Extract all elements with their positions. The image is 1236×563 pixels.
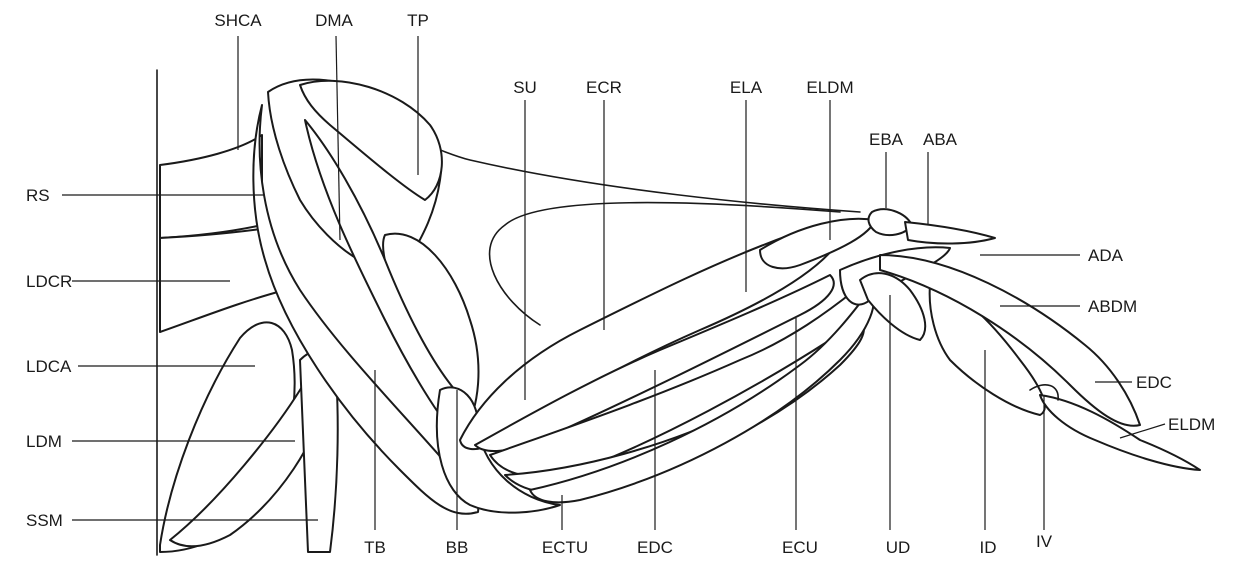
label-su: SU bbox=[513, 78, 537, 97]
label-rs: RS bbox=[26, 186, 50, 205]
label-bb: BB bbox=[446, 538, 469, 557]
label-ud: UD bbox=[886, 538, 911, 557]
label-ela: ELA bbox=[730, 78, 763, 97]
label-id: ID bbox=[980, 538, 997, 557]
label-eba: EBA bbox=[869, 130, 904, 149]
label-edc-bottom: EDC bbox=[637, 538, 673, 557]
label-shca: SHCA bbox=[214, 11, 262, 30]
label-dma: DMA bbox=[315, 11, 353, 30]
label-tp: TP bbox=[407, 11, 429, 30]
label-ldm: LDM bbox=[26, 432, 62, 451]
label-ssm: SSM bbox=[26, 511, 63, 530]
label-edc-right: EDC bbox=[1136, 373, 1172, 392]
muscle-aba bbox=[905, 222, 995, 244]
label-ecr: ECR bbox=[586, 78, 622, 97]
label-ada: ADA bbox=[1088, 246, 1124, 265]
muscle-rs bbox=[160, 135, 262, 238]
label-aba: ABA bbox=[923, 130, 958, 149]
label-ldcr: LDCR bbox=[26, 272, 72, 291]
label-eldm-right: ELDM bbox=[1168, 415, 1215, 434]
label-iv: IV bbox=[1036, 532, 1053, 551]
label-ldca: LDCA bbox=[26, 357, 72, 376]
label-ectu: ECTU bbox=[542, 538, 588, 557]
label-abdm: ABDM bbox=[1088, 297, 1137, 316]
label-tb: TB bbox=[364, 538, 386, 557]
label-ecu: ECU bbox=[782, 538, 818, 557]
label-eldm-top: ELDM bbox=[806, 78, 853, 97]
